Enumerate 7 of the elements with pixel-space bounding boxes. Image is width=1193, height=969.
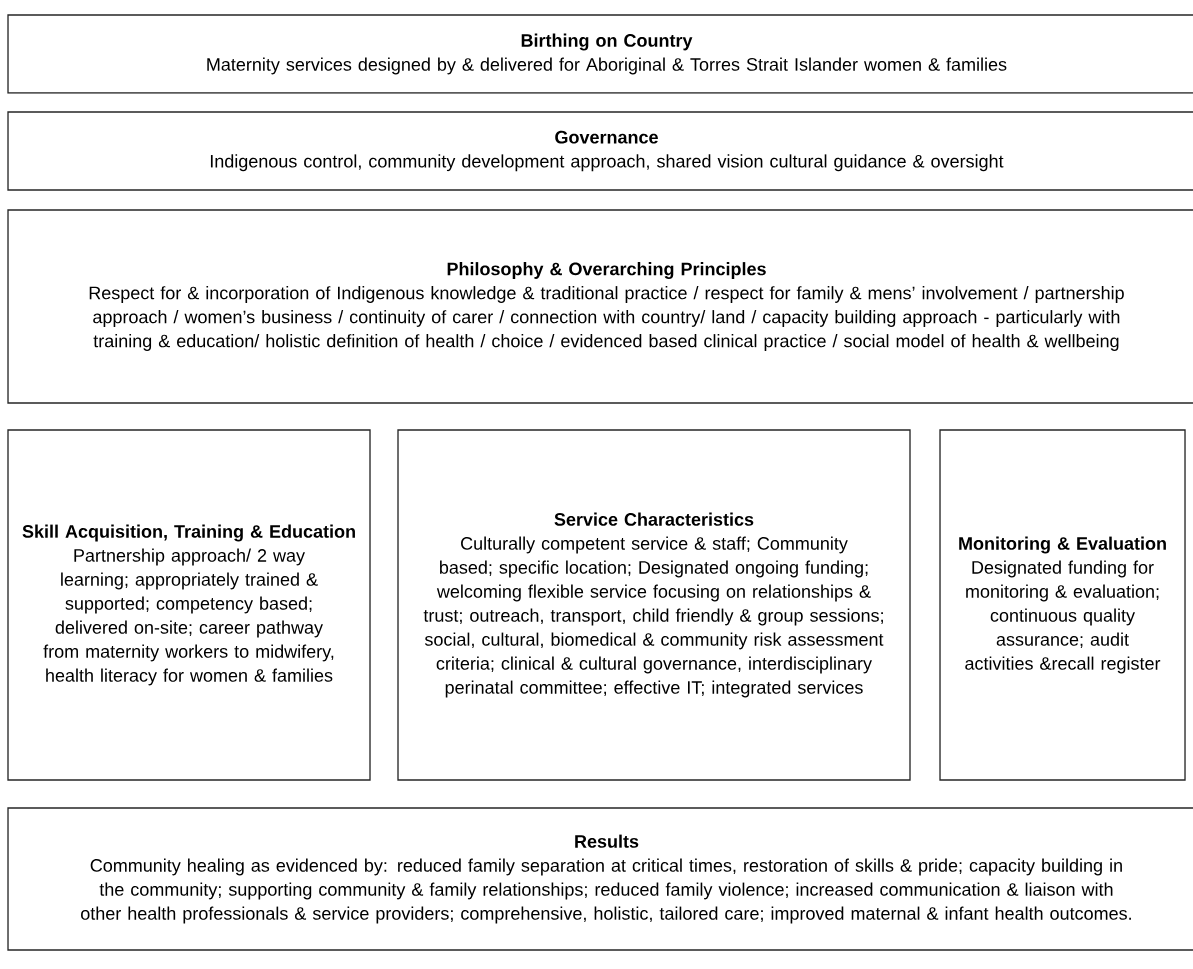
section-box: Philosophy & Overarching Principles Respect for & incorporation of Indigenous knowledge & traditional practice / respect for family & mens’ involvement / partnership approach / women’s business / continuity of carer / connection with country/ land / capacity building approach - particularly with training & education/ holistic definition of health / choice / evidenced based clinical practice / social model of health & wellbeing <box>7 209 1193 404</box>
section-box: Skill Acquisition, Training & Education Partnership approach/ 2 way learning; appropriately trained & supported; competency based; delivered on-site; career pathway from maternity workers to midwifery, health literacy for women & families <box>7 429 371 781</box>
section-box: Service Characteristics Culturally competent service & staff; Community based; specific location; Designated ongoing funding; welcoming flexible service focusing on relationships & trust; outreach, transport, child friendly & group sessions; social, cultural, biomedical & community risk assessment criteria; clinical & cultural governance, interdisciplinary perinatal committee; effective IT; integrated services <box>397 429 911 781</box>
section-box: Birthing on Country Maternity services designed by & delivered for Aboriginal & Torres Strait Islander women & families <box>7 14 1193 94</box>
section-box: Monitoring & Evaluation Designated funding for monitoring & evaluation; continuous quality assurance; audit activities &recall register <box>939 429 1186 781</box>
section-box: Governance Indigenous control, community development approach, shared vision cultural guidance & oversight <box>7 111 1193 191</box>
section-box: Results Community healing as evidenced by: reduced family separation at critical times, restoration of skills & pride; capacity building in the community; supporting community & family relationships; reduced family violence; increased communication & liaison with other health professionals & service providers; comprehensive, holistic, tailored care; improved maternal & infant health outcomes. <box>7 807 1193 951</box>
